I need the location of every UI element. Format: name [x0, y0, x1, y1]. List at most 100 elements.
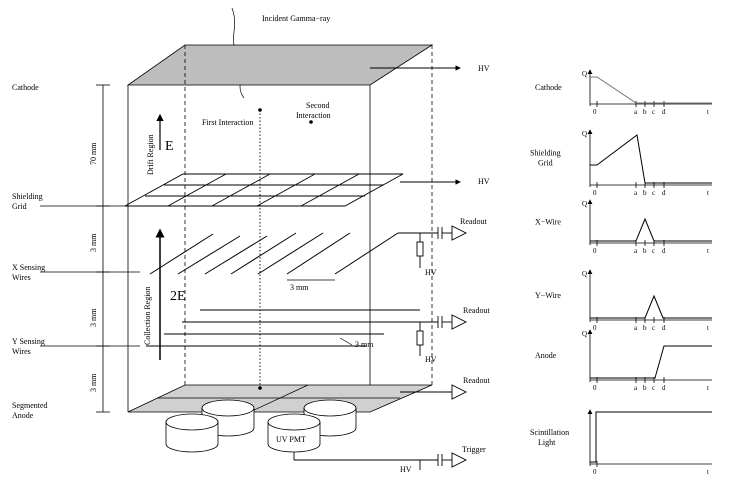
plot-4-label-1: Anode [535, 351, 557, 360]
plot-3-c-label: c [652, 324, 655, 332]
plot-2-d-label: d [662, 247, 666, 255]
collection-region-label: Collection Region [143, 287, 152, 345]
plot-5-t-label: t [707, 468, 709, 476]
plot-3-a-label: a [634, 324, 638, 332]
plot-4-b-label: b [643, 384, 647, 392]
second-interaction-label-2: Interaction [296, 111, 331, 120]
plot-0-d-label: d [662, 108, 666, 116]
vertical-dimension-line [40, 84, 140, 413]
drift-volume-edges [127, 45, 433, 412]
plot-3-zero-label: 0 [593, 324, 597, 332]
anode-label-1: Segmented [12, 401, 48, 410]
plot-4-zero-label: 0 [593, 384, 597, 392]
plot-0-t-label: t [707, 108, 709, 116]
y-wire-pitch-label: 3 mm [355, 340, 374, 349]
plot-0-c-label: c [652, 108, 655, 116]
plot-3-label-1: Y−Wire [535, 291, 561, 300]
first-interaction-point [258, 108, 262, 112]
plot-0-label-1: Cathode [535, 83, 562, 92]
plot-2-t-label: t [707, 247, 709, 255]
plot-0-zero-label: 0 [593, 108, 597, 116]
cathode-hv-label: HV [478, 64, 490, 73]
plot-0-signal-trace [590, 76, 712, 104]
plot-1-q-label: Q [582, 130, 587, 138]
incident-gamma-ray-label: Incident Gamma−ray [262, 14, 330, 23]
hv-x-label: HV [425, 268, 437, 277]
plot-2-signal-trace [590, 217, 712, 242]
grid-hv-label: HV [478, 177, 490, 186]
collection-field-label: 2E [170, 289, 186, 304]
readout-anode-label: Readout [463, 376, 490, 385]
hv-y-label: HV [425, 355, 437, 364]
plot-0-q-label: Q [582, 70, 587, 78]
readout-circuit-y [402, 314, 468, 356]
hv-pmt-label: HV [400, 465, 412, 474]
plot-3-t-label: t [707, 324, 709, 332]
plot-3-q-label: Q [582, 270, 587, 278]
plot-0-b-label: b [643, 108, 647, 116]
drift-field-label: E [165, 139, 174, 154]
plot-0-a-label: a [634, 108, 638, 116]
dim-70mm: 70 mm [89, 142, 98, 165]
plot-2-zero-label: 0 [593, 247, 597, 255]
plot-4-a-label: a [634, 384, 638, 392]
x-sensing-label-1: X Sensing [12, 263, 45, 272]
plot-1-d-label: d [662, 189, 666, 197]
cathode-label: Cathode [12, 83, 39, 92]
plot-3-d-label: d [662, 324, 666, 332]
shielding-label-1: Shielding [12, 192, 43, 201]
plot-1-zero-label: 0 [593, 189, 597, 197]
first-interaction-label: First Interaction [202, 118, 253, 127]
plot-3-b-label: b [643, 324, 647, 332]
anode-hit-point [258, 386, 262, 390]
pmt-cylinders [165, 399, 357, 453]
plot-2-a-label: a [634, 247, 638, 255]
plot-2-c-label: c [652, 247, 655, 255]
plot-5-zero-label: 0 [593, 468, 597, 476]
plot-1-a-label: a [634, 189, 638, 197]
y-sensing-label-2: Wires [12, 347, 31, 356]
pmt-trigger-circuit [293, 452, 468, 470]
y-sensing-label-1: Y Sensing [12, 337, 45, 346]
readout-x-label: Readout [460, 217, 487, 226]
drift-region-label: Drift Region [146, 134, 155, 175]
trigger-label: Trigger [462, 445, 486, 454]
readout-circuit-x [398, 225, 468, 268]
readout-y-label: Readout [463, 306, 490, 315]
segmented-anode-plane [127, 384, 433, 413]
second-interaction-label-1: Second [306, 101, 330, 110]
plot-5-signal-trace [590, 411, 712, 463]
plot-4-q-label: Q [582, 330, 587, 338]
plot-2-label-1: X−Wire [535, 218, 561, 227]
plot-5-label-2: Light [538, 438, 556, 447]
plot-3-signal-trace [590, 294, 712, 319]
plot-4-t-label: t [707, 384, 709, 392]
shielding-grid [124, 173, 404, 207]
dim-3mm-a: 3 mm [89, 233, 98, 252]
x-sensing-label-2: Wires [12, 273, 31, 282]
plot-1-t-label: t [707, 189, 709, 197]
plot-4-signal-trace [590, 345, 712, 379]
uv-pmt-label: UV PMT [276, 435, 306, 444]
x-sensing-wires [149, 232, 399, 275]
y-sensing-wires [146, 309, 420, 347]
readout-circuit-anode [400, 384, 468, 400]
plot-2-b-label: b [643, 247, 647, 255]
dim-3mm-b: 3 mm [89, 308, 98, 327]
second-interaction-point [309, 120, 313, 124]
plot-1-c-label: c [652, 189, 655, 197]
cathode-plane [126, 44, 434, 86]
plot-5-label-1: Scintillation [530, 428, 569, 437]
shielding-label-2: Grid [12, 202, 27, 211]
plot-1-signal-trace [590, 134, 712, 184]
plot-1-label-2: Grid [538, 159, 553, 168]
plot-1-label-1: Shielding [530, 149, 561, 158]
plot-2-q-label: Q [582, 200, 587, 208]
plot-1-b-label: b [643, 189, 647, 197]
anode-label-2: Anode [12, 411, 34, 420]
dim-3mm-c: 3 mm [89, 373, 98, 392]
plot-4-d-label: d [662, 384, 666, 392]
x-wire-pitch-label: 3 mm [290, 283, 309, 292]
